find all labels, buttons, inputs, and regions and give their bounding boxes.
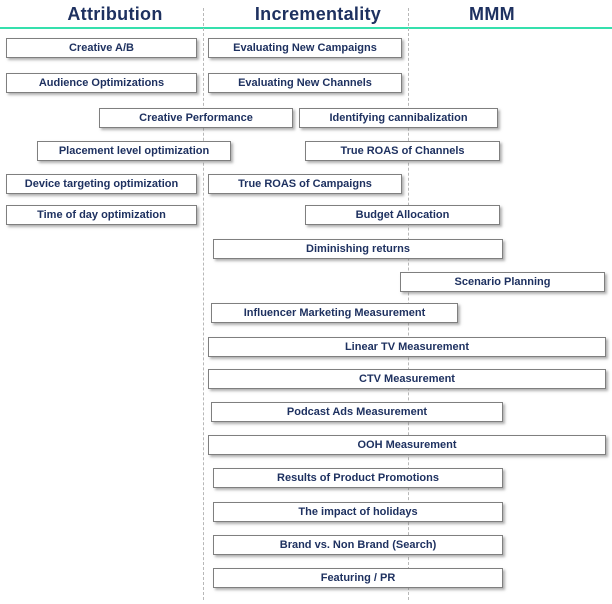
use-case-box: Audience Optimizations xyxy=(6,73,197,93)
use-case-box: OOH Measurement xyxy=(208,435,606,455)
use-case-box: Identifying cannibalization xyxy=(299,108,498,128)
column-header-incrementality: Incrementality xyxy=(254,4,382,24)
use-case-box: Placement level optimization xyxy=(37,141,231,161)
column-header-mmm: MMM xyxy=(469,4,515,24)
use-case-box: CTV Measurement xyxy=(208,369,606,389)
use-case-box: Diminishing returns xyxy=(213,239,503,259)
column-header-attribution: Attribution xyxy=(67,4,163,24)
header-underline xyxy=(0,27,612,29)
use-case-box: Creative Performance xyxy=(99,108,293,128)
use-case-box: Scenario Planning xyxy=(400,272,605,292)
column-divider-attribution-incrementality xyxy=(203,8,204,600)
use-case-box: Linear TV Measurement xyxy=(208,337,606,357)
use-case-box: The impact of holidays xyxy=(213,502,503,522)
use-case-box: Time of day optimization xyxy=(6,205,197,225)
use-case-box: Evaluating New Channels xyxy=(208,73,402,93)
use-case-box: Influencer Marketing Measurement xyxy=(211,303,458,323)
use-case-box: Results of Product Promotions xyxy=(213,468,503,488)
use-case-box: Featuring / PR xyxy=(213,568,503,588)
use-case-box: Device targeting optimization xyxy=(6,174,197,194)
use-case-box: True ROAS of Channels xyxy=(305,141,500,161)
use-case-box: Budget Allocation xyxy=(305,205,500,225)
use-case-box: Evaluating New Campaigns xyxy=(208,38,402,58)
use-case-box: Podcast Ads Measurement xyxy=(211,402,503,422)
use-case-box: Creative A/B xyxy=(6,38,197,58)
use-case-box: Brand vs. Non Brand (Search) xyxy=(213,535,503,555)
use-case-box: True ROAS of Campaigns xyxy=(208,174,402,194)
